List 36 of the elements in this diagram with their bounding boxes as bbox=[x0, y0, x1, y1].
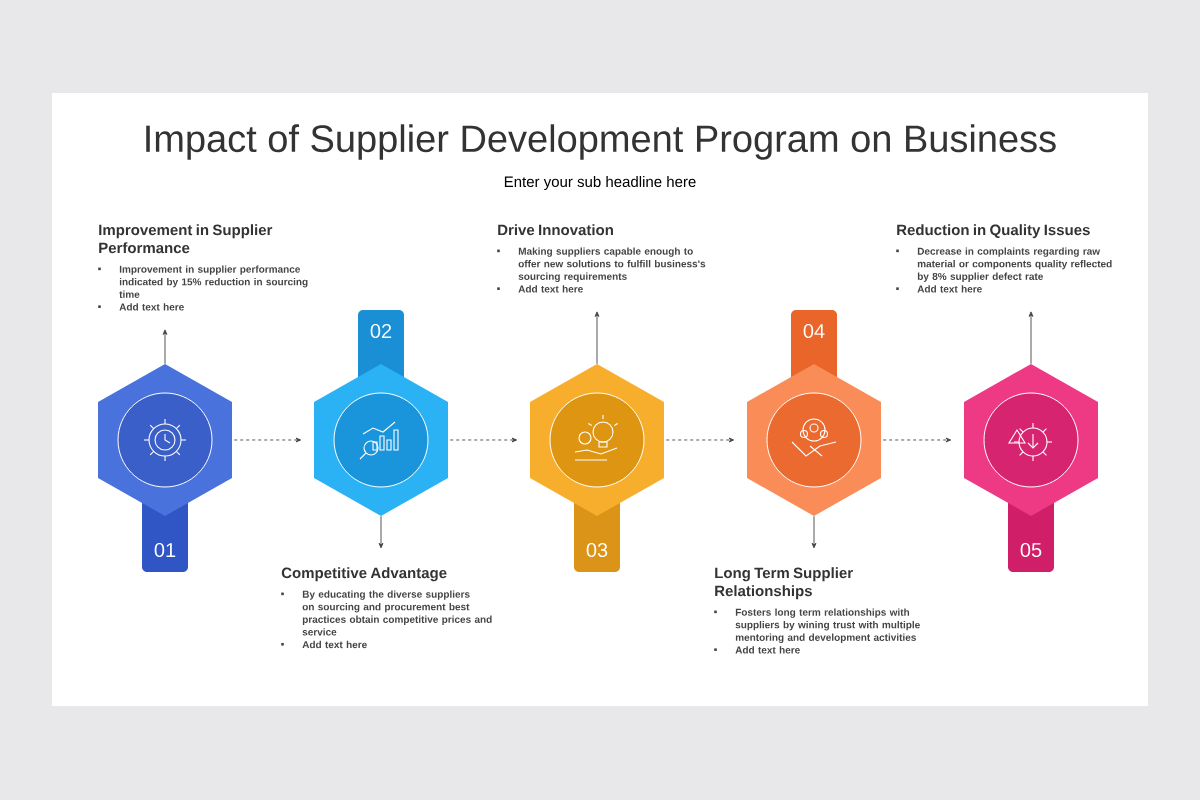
bullet-item: Add text here bbox=[497, 285, 583, 293]
bullet-item: Add text here bbox=[714, 646, 800, 654]
node-label: 03 bbox=[586, 542, 608, 558]
bullet-item: Making suppliers capable enough to offer new solutions to fulfill business's sourcing requirements bbox=[497, 247, 706, 282]
subtitle: Enter your sub headline here bbox=[504, 176, 696, 190]
step-heading: Reduction in Quality Issues bbox=[897, 224, 1090, 239]
node-label: 01 bbox=[154, 542, 176, 558]
arrow bbox=[594, 311, 600, 365]
node-label: 02 bbox=[370, 323, 392, 339]
bullet-item: Add text here bbox=[98, 303, 184, 311]
arrow bbox=[1028, 311, 1034, 365]
step-heading: Competitive Advantage bbox=[281, 567, 447, 582]
hexagon-step: 04 bbox=[747, 310, 881, 516]
hexagon-step: 05 bbox=[964, 364, 1098, 572]
arrow bbox=[233, 437, 302, 443]
bullet-item: Add text here bbox=[281, 640, 367, 649]
hexagon-step: 03 bbox=[530, 364, 664, 572]
title: Impact of Supplier Development Program on Business bbox=[146, 124, 1056, 160]
arrow bbox=[449, 437, 518, 443]
hexagon-step: 02 bbox=[314, 310, 448, 516]
bullet-item: Fosters long term relationships with suppliers by wining trust with multiple mentoring and development activities bbox=[714, 608, 920, 643]
arrow bbox=[378, 515, 384, 549]
step-heading: Improvement in Supplier Performance bbox=[99, 224, 273, 254]
bullet-item: Decrease in complaints regarding raw material or components quality reflected by 8% supplier defect rate bbox=[896, 247, 1112, 282]
arrow bbox=[162, 329, 168, 365]
node-label: 05 bbox=[1020, 542, 1042, 558]
bullet-item: Improvement in supplier performance indicated by 15% reduction in sourcing time bbox=[98, 265, 308, 298]
step-heading: Long Term Supplier Relationships bbox=[715, 567, 853, 600]
arrow bbox=[811, 515, 817, 549]
hexagon-step: 01 bbox=[98, 364, 232, 572]
bullet-item: By educating the diverse suppliers on sourcing and procurement best practices obtain competitive prices and service bbox=[281, 590, 492, 636]
bullet-item: Add text here bbox=[896, 285, 982, 293]
arrow bbox=[882, 437, 952, 443]
arrow bbox=[665, 437, 735, 443]
node-label: 04 bbox=[803, 323, 825, 339]
step-heading: Drive Innovation bbox=[498, 224, 613, 236]
